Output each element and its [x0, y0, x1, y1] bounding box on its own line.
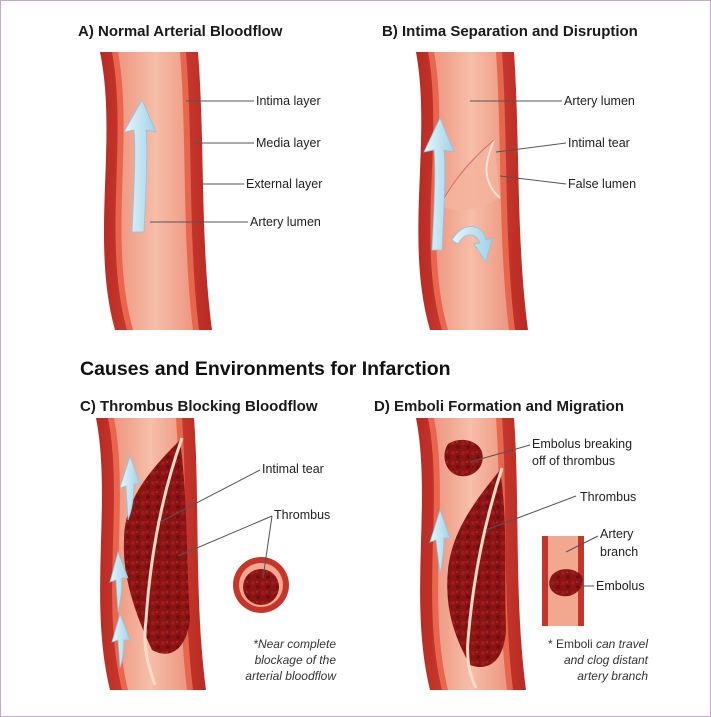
- panel-c-title: C) Thrombus Blocking Bloodflow: [80, 398, 317, 415]
- panel-d-title: D) Emboli Formation and Migration: [374, 398, 624, 415]
- panel-c-note: *Near complete blockage of the arterial …: [218, 636, 336, 684]
- note-line: and clog distant: [520, 652, 648, 668]
- artery-cross-section: [233, 557, 289, 613]
- label-media-layer: Media layer: [256, 136, 321, 151]
- label-thrombus: Thrombus: [274, 508, 330, 523]
- panel-c-artery: [96, 418, 206, 690]
- note-prefix: * Emboli: [548, 637, 596, 651]
- note-rest: can travel: [596, 637, 648, 651]
- label-artery-lumen: Artery lumen: [564, 94, 635, 109]
- panel-a-title: A) Normal Arterial Bloodflow: [78, 23, 282, 40]
- label-embolus: Embolus: [596, 579, 645, 594]
- label-intimal-tear: Intimal tear: [262, 462, 324, 477]
- note-line: *Near complete: [218, 636, 336, 652]
- label-artery-lumen: Artery lumen: [250, 215, 321, 230]
- label-embolus-breaking: Embolus breaking: [532, 437, 632, 452]
- panel-b-title: B) Intima Separation and Disruption: [382, 23, 638, 40]
- note-line: blockage of the: [218, 652, 336, 668]
- note-line: artery branch: [520, 668, 648, 684]
- note-line: * Emboli can travel: [520, 636, 648, 652]
- panel-a-artery: [100, 52, 212, 330]
- label-embolus-breaking-2: off of thrombus: [532, 454, 615, 469]
- panel-b-artery: [416, 52, 528, 330]
- label-false-lumen: False lumen: [568, 177, 636, 192]
- panel-d-note: * Emboli can travel and clog distant art…: [520, 636, 648, 684]
- label-thrombus: Thrombus: [580, 490, 636, 505]
- artery-branch: [542, 536, 584, 626]
- note-line: arterial bloodflow: [218, 668, 336, 684]
- label-intima-layer: Intima layer: [256, 94, 321, 109]
- label-intimal-tear: Intimal tear: [568, 136, 630, 151]
- panel-d-artery: [416, 418, 526, 690]
- label-artery-branch-2: branch: [600, 545, 638, 560]
- label-artery-branch: Artery: [600, 527, 633, 542]
- label-external-layer: External layer: [246, 177, 322, 192]
- section-heading: Causes and Environments for Infarction: [80, 358, 451, 381]
